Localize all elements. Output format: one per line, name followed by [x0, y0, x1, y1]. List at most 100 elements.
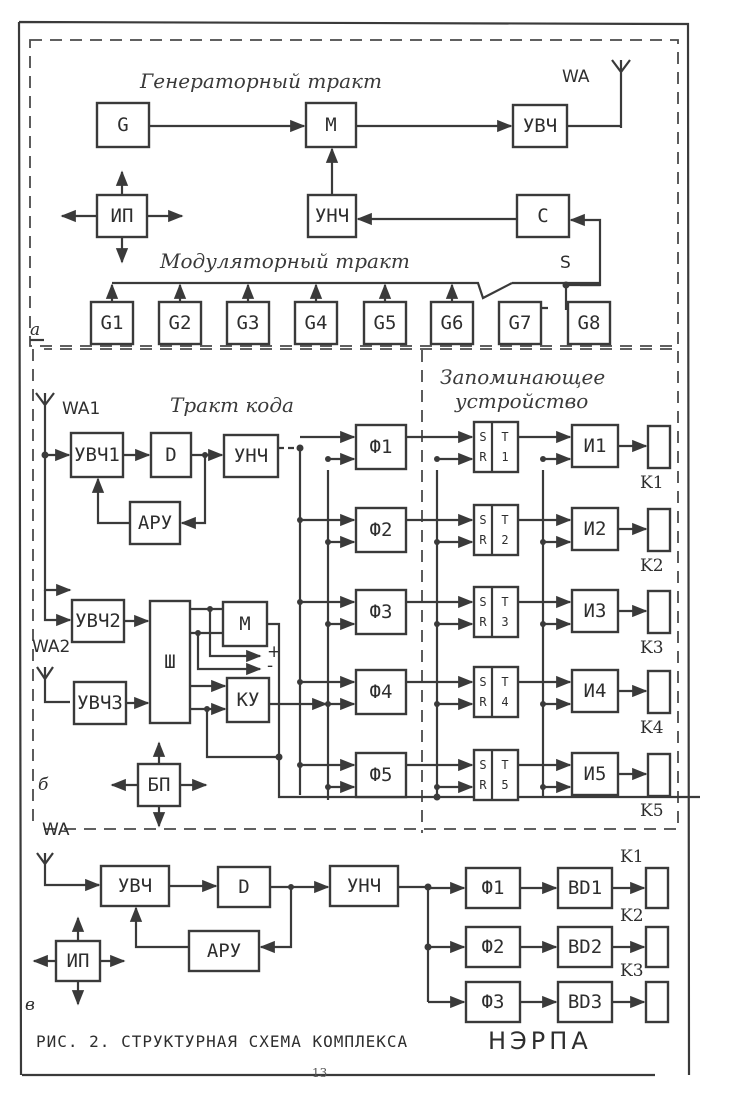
section-b: WA1 Тракт кода Запоминающее устройство У… [32, 348, 700, 833]
memory-title-line2: устройство [454, 389, 588, 413]
antenna-icon [611, 59, 631, 128]
indicator-i4 [570, 668, 620, 714]
block-c [515, 193, 571, 239]
antenna1-icon [35, 392, 60, 592]
block-g7-label: G7 [509, 312, 532, 334]
block-m-b-label: M [239, 613, 250, 635]
detector-bd1-label: BD1 [568, 877, 602, 899]
section-a: Генераторный тракт WA G M УВЧ ИП УНЧ C М… [29, 39, 679, 347]
block-m [304, 101, 358, 149]
trigger-n-label: 3 [501, 615, 508, 629]
block-uvch [511, 103, 569, 149]
block-g5-label: G5 [374, 312, 397, 334]
plus-output-label: + [267, 642, 281, 662]
filter-f4-label: Ф4 [370, 681, 393, 703]
block-g8 [566, 300, 612, 346]
block-unch-c [328, 864, 400, 908]
detector-bd3-label: BD3 [568, 991, 602, 1013]
filter-f4 [354, 668, 408, 716]
channel-k3 [646, 589, 672, 635]
block-unch-c-label: УНЧ [347, 875, 381, 897]
trigger-s-label: S [479, 595, 486, 609]
indicator-i2 [570, 506, 620, 552]
block-d-c-label: D [238, 876, 249, 898]
switch-s-label: S [560, 253, 571, 273]
trigger-n-label: 2 [501, 533, 508, 547]
antenna-c-icon [36, 852, 99, 887]
block-d [149, 431, 193, 479]
filter-f2 [354, 506, 408, 554]
trigger-r-label: R [479, 533, 487, 547]
antenna-wa1-label: WA1 [62, 399, 100, 419]
block-g-label: G [117, 114, 128, 136]
block-g3-label: G3 [237, 312, 260, 334]
section-c-letter: в [25, 995, 35, 1015]
outer-frame [17, 20, 691, 1077]
indicator-i1 [570, 423, 620, 469]
trigger-t-label: T [501, 430, 508, 444]
block-g2-label: G2 [169, 312, 192, 334]
block-aru-c [187, 929, 261, 973]
trigger-s-label: S [479, 430, 486, 444]
section-a-border [29, 39, 679, 347]
block-d-c [216, 865, 272, 909]
block-g4-label: G4 [305, 312, 328, 334]
channel-c-k3 [644, 980, 670, 1024]
indicator-i3-label: И3 [584, 600, 607, 622]
block-unch-b [222, 433, 280, 479]
trigger-t4 [472, 665, 520, 719]
indicator-i2-label: И2 [584, 518, 607, 540]
block-uvch3-label: УВЧ3 [77, 692, 123, 714]
block-uvch2 [70, 598, 126, 644]
block-uvch-c [99, 864, 171, 908]
block-g3 [225, 300, 271, 346]
block-uvch-c-label: УВЧ [118, 875, 152, 897]
block-g5 [362, 300, 408, 346]
trigger-r-label: R [479, 695, 487, 709]
trigger-t-label: T [501, 595, 508, 609]
channel-c-k3-label: K3 [620, 961, 644, 981]
trigger-s-label: S [479, 513, 486, 527]
block-uvch-label: УВЧ [523, 115, 557, 137]
channel-k4-label: K4 [640, 718, 664, 738]
block-aru-c-label: АРУ [207, 940, 241, 962]
section-b-letter: б [38, 775, 49, 795]
block-g7 [497, 300, 543, 346]
trigger-r-label: R [479, 778, 487, 792]
section-a-letter: а [30, 320, 40, 340]
filter-f2-label: Ф2 [370, 519, 393, 541]
block-aru-b [128, 500, 182, 546]
block-uvch2-label: УВЧ2 [75, 610, 121, 632]
block-g6-label: G6 [441, 312, 464, 334]
detector-bd3 [556, 980, 614, 1024]
channel-k5-label: K5 [640, 801, 664, 821]
block-g [95, 101, 151, 149]
trigger-t5 [472, 748, 520, 802]
trigger-t3 [472, 585, 520, 639]
trigger-r-label: R [479, 615, 487, 629]
trigger-n-label: 1 [501, 450, 508, 464]
channel-k3-label: K3 [640, 638, 664, 658]
block-d-label: D [165, 444, 176, 466]
block-g1-label: G1 [101, 312, 124, 334]
filter-f3 [354, 588, 408, 636]
page-number: 13 [312, 1066, 327, 1080]
channel-c-k2 [644, 925, 670, 969]
block-ku-label: КУ [237, 689, 260, 711]
trigger-t1 [472, 420, 520, 474]
detector-bd2-label: BD2 [568, 936, 602, 958]
block-unch [306, 193, 358, 239]
trigger-s-label: S [479, 758, 486, 772]
block-sh-label: Ш [164, 651, 175, 673]
channel-k4 [646, 669, 672, 715]
figure-caption-name: НЭРПА [488, 1027, 592, 1055]
filter-f1-label: Ф1 [370, 436, 393, 458]
filter-f3-label: Ф3 [370, 601, 393, 623]
block-ku [225, 676, 271, 724]
channel-k2 [646, 507, 672, 553]
filter-c-f1 [464, 866, 522, 910]
indicator-i5-label: И5 [584, 763, 607, 785]
trigger-s-label: S [479, 675, 486, 689]
